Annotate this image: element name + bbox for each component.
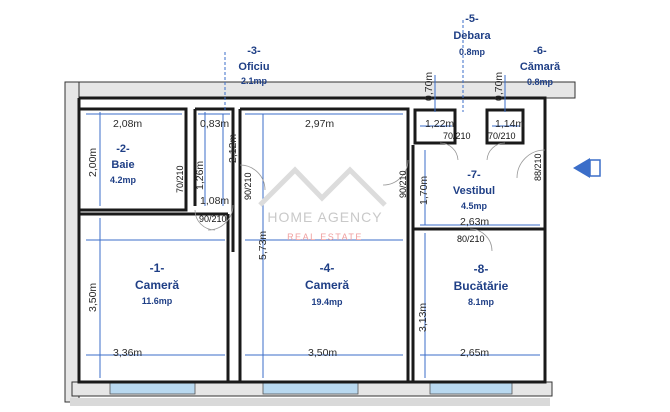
svg-text:Cămară: Cămară [520,61,561,73]
dimension-labels: 2,08m 0,83m 2,97m 1,22m 1,14m 1,08m 2,63… [87,72,524,359]
svg-text:11.6mp: 11.6mp [142,296,173,306]
door-debara: 70/210 [443,131,471,141]
svg-text:Cameră: Cameră [305,278,349,292]
watermark: HOME AGENCY REAL ESTATE [258,166,387,242]
svg-text:2.1mp: 2.1mp [241,76,268,86]
door-entrance: 88/210 [533,153,543,181]
svg-text:-1-: -1- [150,261,165,275]
dim-camera1-width: 3,36m [113,347,142,359]
svg-text:Vestibul: Vestibul [453,185,495,197]
watermark-subtitle: REAL ESTATE [287,232,363,242]
room-label-oficiu: -3- Oficiu 2.1mp [238,45,269,86]
door-labels: 70/210 90/210 90/210 90/210 70/210 70/21… [175,131,543,244]
svg-text:Cameră: Cameră [135,278,179,292]
door-camera1: 90/210 [199,214,227,224]
svg-text:Oficiu: Oficiu [238,61,269,73]
room-label-baie: -2- Baie 4.2mp [110,143,137,185]
door-oficiu: 90/210 [243,172,253,200]
entrance-arrow-icon [573,158,601,178]
door-swings [194,142,546,252]
svg-text:-2-: -2- [116,143,130,155]
svg-text:0.8mp: 0.8mp [527,77,554,87]
svg-text:Baie: Baie [111,159,134,171]
dimension-lines [86,20,540,378]
dim-camera4-bottom-width: 3,50m [308,347,337,359]
svg-text:-8-: -8- [474,262,489,276]
svg-text:19.4mp: 19.4mp [311,297,343,307]
room-label-camara: -6- Cămară 0.8mp [520,45,561,87]
dim-camera4-width: 2,97m [305,118,334,130]
dim-oficiu-lower-width: 1,08m [200,195,229,207]
dim-debara-height: 0,70m [423,72,435,101]
dim-oficiu-height: 2,12m [227,134,239,163]
dim-baie-width: 2,08m [113,118,142,130]
dim-oficiu-width: 0,83m [200,118,229,130]
svg-text:8.1mp: 8.1mp [468,297,495,307]
room-label-bucatarie: -8- Bucătărie 8.1mp [454,262,509,307]
dim-debara-width: 1,22m [425,118,454,130]
room-label-camera4: -4- Cameră 19.4mp [305,261,349,307]
door-camera4: 90/210 [398,170,408,198]
dim-camera1-height: 3,50m [87,283,99,312]
dim-oficiu-lower-height: 1,26m [194,161,206,190]
svg-text:4.5mp: 4.5mp [461,201,488,211]
dim-bucatarie-width: 2,65m [460,347,489,359]
svg-text:Debara: Debara [453,30,491,42]
svg-text:4.2mp: 4.2mp [110,175,137,185]
dim-vestibul-height: 1,70m [418,176,430,205]
room-label-vestibul: -7- Vestibul 4.5mp [453,169,495,211]
room-label-debara: -5- Debara 0.8mp [453,13,491,57]
walls [77,96,547,384]
door-baie: 70/210 [175,165,185,193]
watermark-title: HOME AGENCY [267,209,382,225]
dim-vestibul-width: 2,63m [460,216,489,228]
svg-text:-5-: -5- [465,13,479,25]
svg-text:-6-: -6- [533,45,547,57]
dim-camara-width: 1,14m [495,118,524,130]
dim-bucatarie-height: 3,13m [417,303,429,332]
dim-baie-height: 2,00m [87,148,99,177]
svg-text:-3-: -3- [247,45,261,57]
windows [109,381,513,395]
room-label-camera1: -1- Cameră 11.6mp [135,261,179,306]
dim-camara-height: 0,70m [493,72,505,101]
door-bucatarie: 80/210 [457,234,485,244]
door-camara: 70/210 [488,131,516,141]
svg-text:Bucătărie: Bucătărie [454,279,509,293]
dim-camera4-height: 5,73m [257,231,269,260]
svg-text:-4-: -4- [320,261,335,275]
svg-text:-7-: -7- [467,169,481,181]
svg-text:0.8mp: 0.8mp [459,47,486,57]
